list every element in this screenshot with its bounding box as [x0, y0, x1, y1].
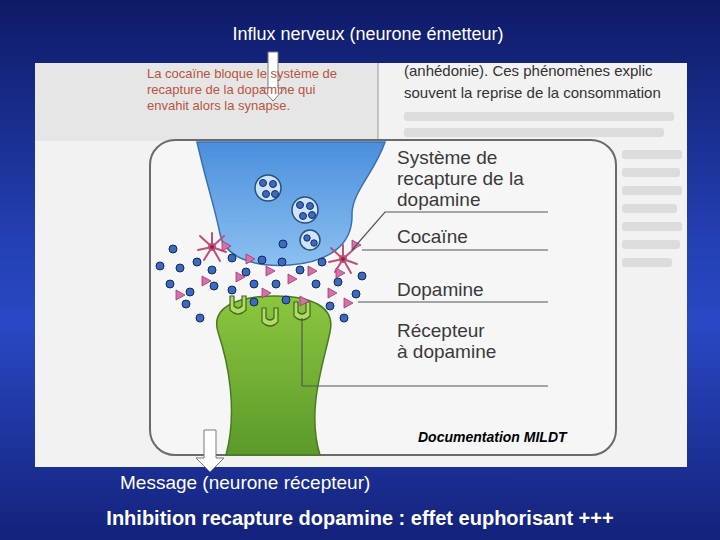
- vesicle-dopamine: [270, 181, 277, 188]
- vesicle: [292, 197, 318, 223]
- dopamine-molecule: [196, 314, 204, 322]
- vesicle-membrane: [292, 197, 318, 223]
- dopamine-molecule: [169, 245, 177, 253]
- dopamine-molecule: [166, 280, 174, 288]
- dopamine-molecule: [318, 258, 326, 266]
- page-panel: [35, 63, 687, 467]
- cocaine-molecule: [308, 266, 317, 276]
- callout-note: La cocaïne bloque le système de recaptur…: [147, 66, 339, 114]
- dopamine-molecule: [193, 258, 201, 266]
- dopamine-molecule: [296, 266, 304, 274]
- dopamine-molecule: [282, 296, 290, 304]
- dopamine-molecule: [334, 278, 342, 286]
- dopamine-molecule: [182, 300, 190, 308]
- transporter-core: [209, 244, 215, 250]
- cocaine-molecule: [202, 276, 211, 286]
- vesicle-dopamine: [309, 212, 316, 219]
- part-label: Cocaïne: [397, 226, 547, 247]
- faded-line: [622, 168, 680, 177]
- part-label: Système de recapture de la dopamine: [397, 147, 547, 210]
- dopamine-molecule: [242, 268, 250, 276]
- vesicle-dopamine: [304, 235, 310, 241]
- dopamine-molecule: [228, 254, 236, 262]
- dopamine-molecule: [156, 262, 164, 270]
- vesicle-membrane: [300, 230, 320, 250]
- cocaine-molecule: [266, 266, 275, 276]
- cocaine-molecule: [328, 288, 337, 298]
- faded-line: [622, 204, 677, 213]
- part-label: Récepteur à dopamine: [397, 320, 499, 362]
- faded-line: [622, 222, 682, 231]
- vesicle-dopamine: [311, 240, 317, 246]
- dopamine-molecule: [358, 272, 366, 280]
- cocaine-molecule: [300, 296, 309, 306]
- dopamine-molecule: [250, 280, 258, 288]
- dopamine-molecule: [340, 314, 348, 322]
- input-label: Influx nerveux (neurone émetteur): [148, 24, 588, 45]
- leader-line: [302, 318, 548, 386]
- vesicle-dopamine: [307, 203, 314, 210]
- column-rule: [378, 63, 379, 140]
- dopamine-molecule: [352, 290, 360, 298]
- cocaine-molecule: [262, 288, 271, 298]
- presynaptic-neuron: [197, 142, 385, 265]
- dopamine-molecule: [258, 256, 266, 264]
- cocaine-cloud: [176, 240, 361, 308]
- vesicle-dopamine: [300, 213, 307, 220]
- output-arrow: [196, 430, 224, 472]
- dopamine-molecule: [228, 286, 236, 294]
- faded-line: [622, 258, 672, 267]
- dopamine-receptor: [262, 308, 278, 326]
- vesicle-dopamine: [260, 180, 267, 187]
- cocaine-molecule: [336, 268, 345, 278]
- vesicle: [255, 175, 281, 201]
- transporter-core: [340, 256, 346, 262]
- dopamine-molecule: [208, 266, 216, 274]
- cocaine-molecule: [288, 274, 297, 284]
- dopamine-molecule: [279, 240, 287, 248]
- leader-line: [352, 212, 548, 250]
- book-text: (anhédonie). Ces phénomènes explic: [404, 62, 653, 79]
- vesicle-dopamine: [263, 191, 270, 198]
- part-label: Dopamine: [397, 279, 547, 300]
- source-credit: Documentation MILDT: [418, 429, 567, 445]
- vesicle: [300, 230, 320, 250]
- dopamine-molecule: [250, 298, 258, 306]
- cocaine-molecule: [236, 272, 245, 282]
- dopamine-molecule: [176, 264, 184, 272]
- dopamine-molecule: [312, 280, 320, 288]
- dopamine-receptor: [230, 296, 246, 314]
- dopamine-molecule: [272, 280, 280, 288]
- faded-line: [404, 112, 674, 121]
- output-label: Message (neurone récepteur): [120, 472, 370, 494]
- book-text: souvent la reprise de la consommation: [404, 84, 661, 101]
- cocaine-molecule: [344, 298, 353, 308]
- leader-lines: [302, 212, 548, 386]
- vesicle-dopamine: [297, 202, 304, 209]
- vesicle-membrane: [255, 175, 281, 201]
- postsynaptic-neuron: [217, 296, 331, 455]
- faded-line: [622, 150, 682, 159]
- vesicle-dopamine: [272, 191, 279, 198]
- leader-line: [358, 301, 548, 302]
- faded-line: [622, 240, 680, 249]
- dopamine-molecule: [278, 258, 286, 266]
- dopamine-molecule: [210, 282, 218, 290]
- leader-line: [362, 249, 548, 250]
- callout-area: [35, 63, 378, 141]
- cocaine-molecule: [246, 254, 255, 264]
- dopamine-molecule: [186, 288, 194, 296]
- faded-line: [622, 186, 682, 195]
- dopamine-cloud: [156, 240, 366, 322]
- dopamine-molecule: [326, 302, 334, 310]
- synapse-panel: [150, 140, 616, 455]
- caption: Inhibition recapture dopamine : effet eu…: [20, 507, 700, 530]
- faded-line: [404, 128, 664, 137]
- cocaine-molecule: [176, 290, 185, 300]
- cocaine-molecule: [222, 241, 231, 251]
